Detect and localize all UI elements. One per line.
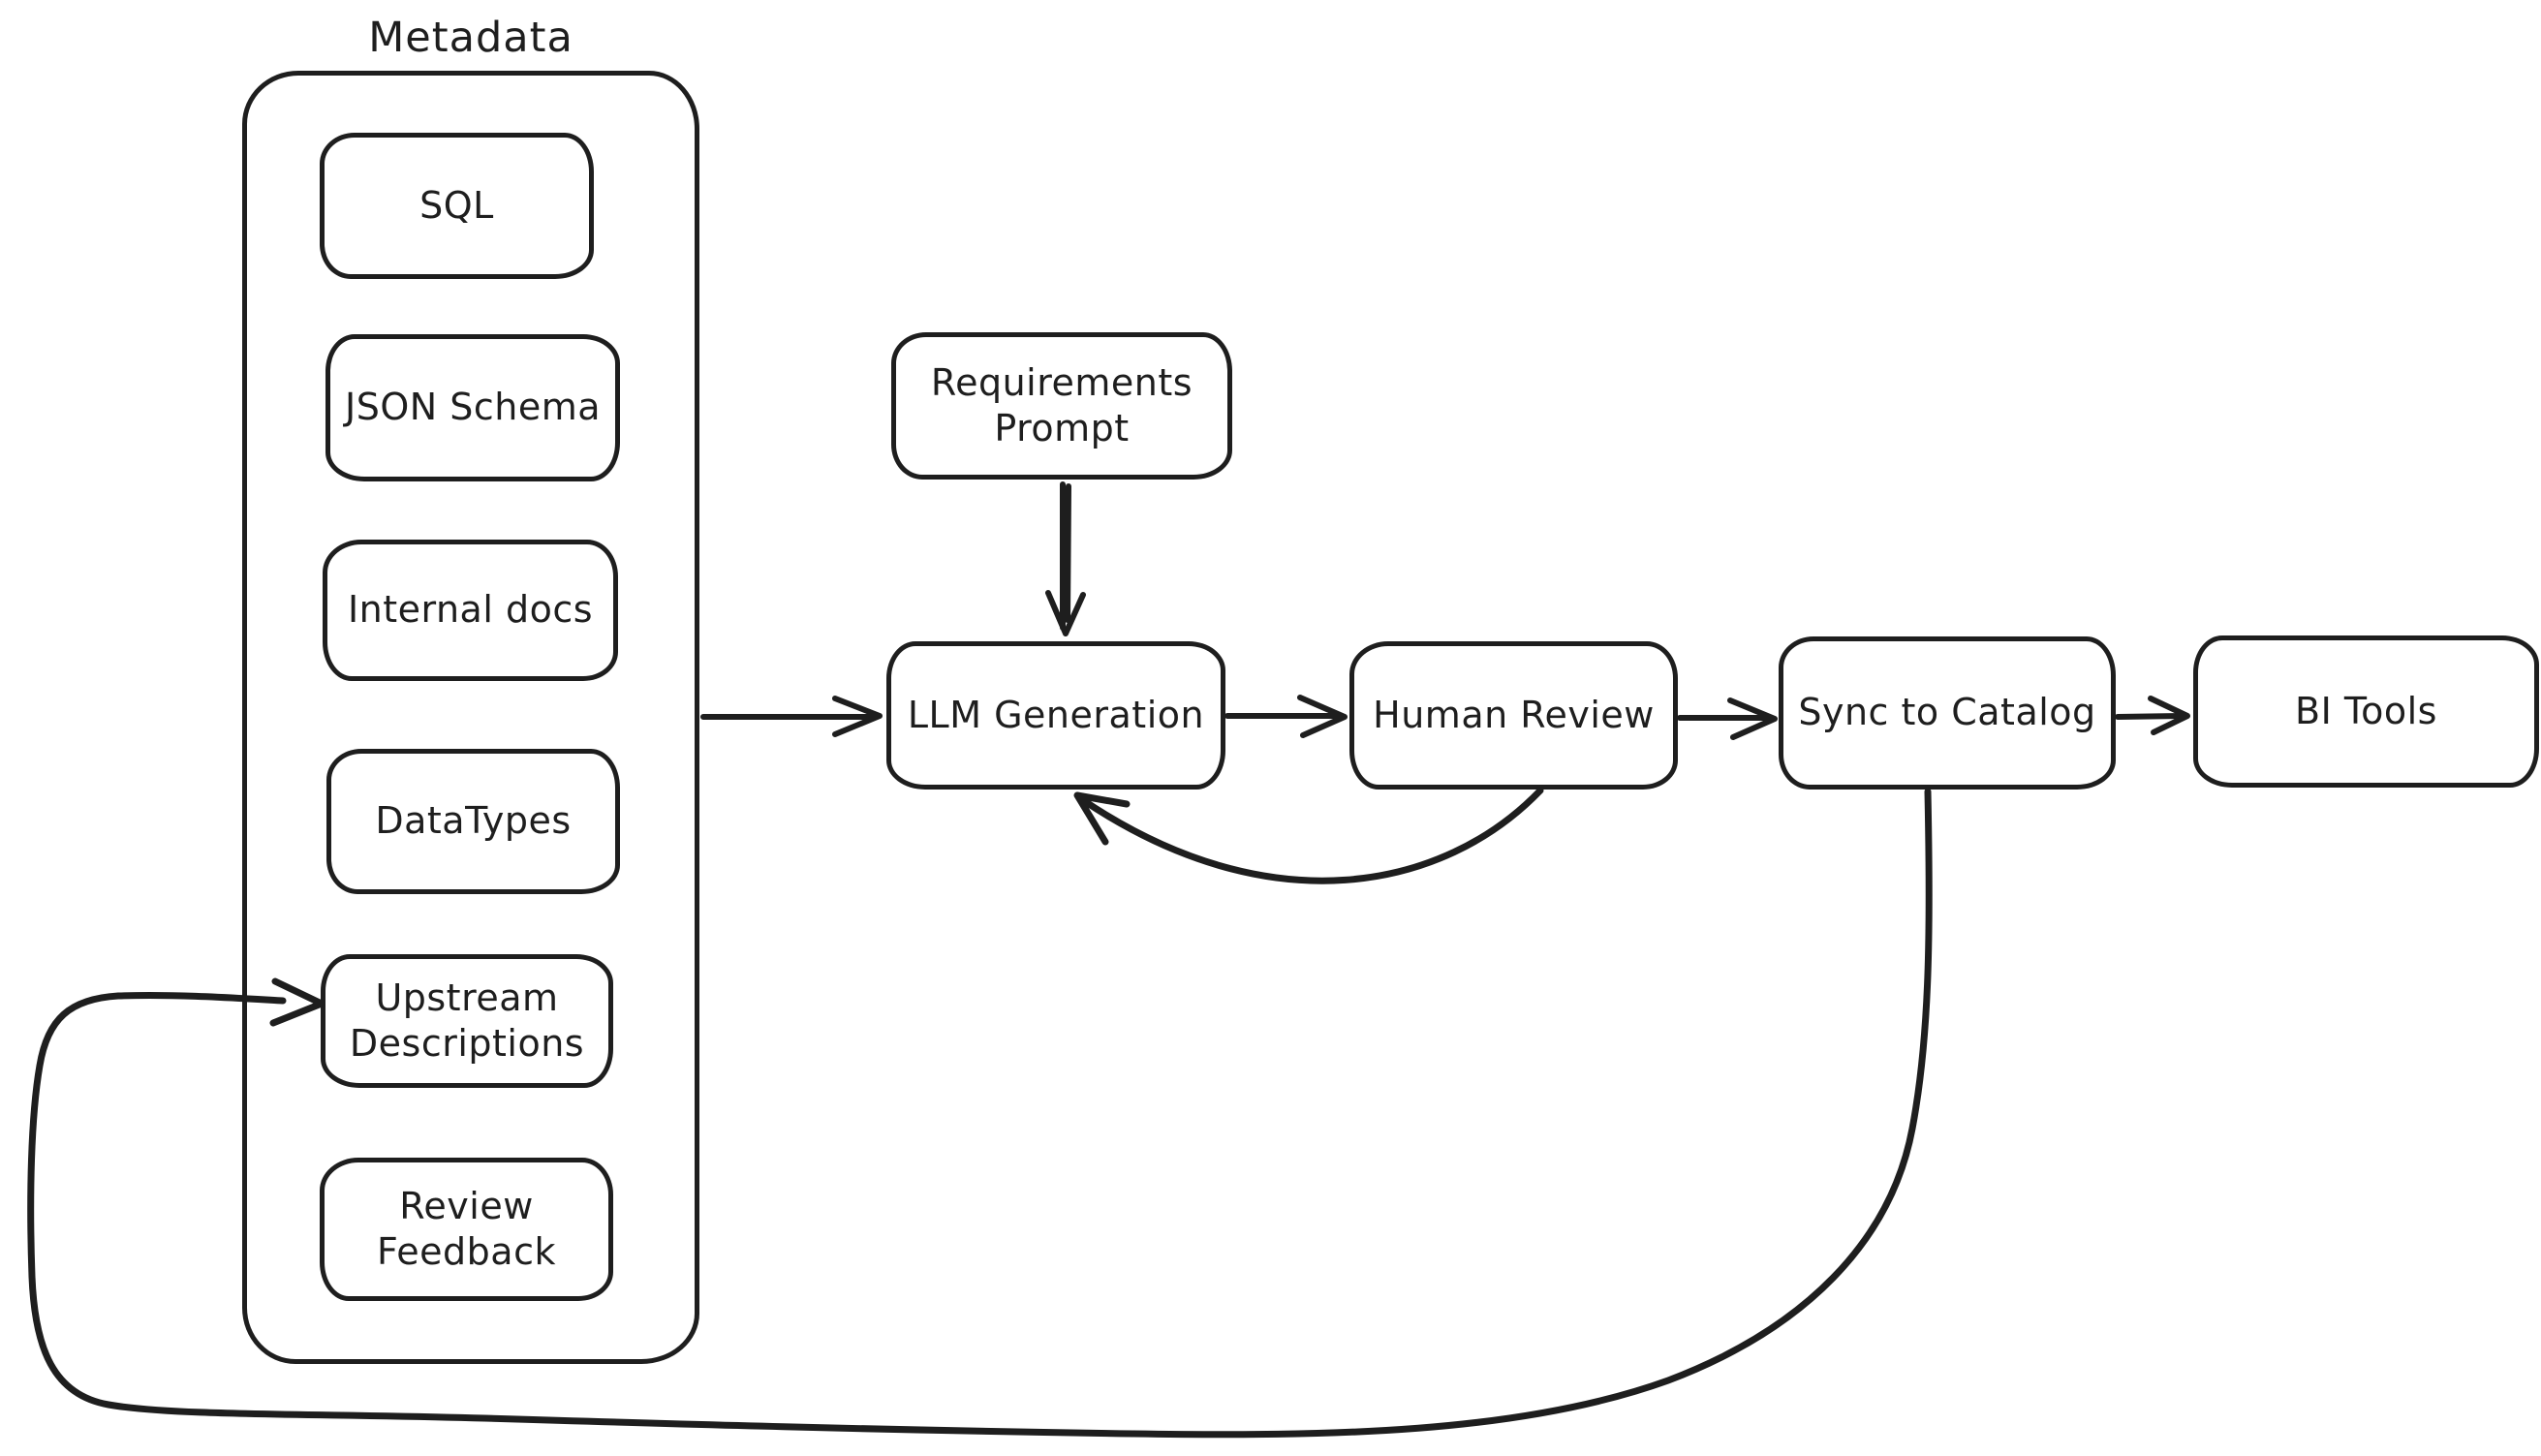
- edge-human-review-to-sync-to-catalog: [1677, 697, 1778, 740]
- node-upstream-descriptions-label: Upstream Descriptions: [349, 976, 585, 1066]
- node-requirements-prompt: Requirements Prompt: [891, 332, 1232, 480]
- node-sync-to-catalog-label: Sync to Catalog: [1798, 691, 2096, 734]
- metadata-group-title: Metadata: [368, 14, 573, 62]
- node-human-review: Human Review: [1349, 641, 1678, 790]
- edge-sync-to-catalog-to-bi-tools: [2115, 696, 2190, 735]
- node-review-feedback-label: Review Feedback: [377, 1184, 556, 1274]
- metadata-group-frame: [242, 71, 699, 1364]
- node-internal-docs: Internal docs: [323, 540, 618, 681]
- node-bi-tools: BI Tools: [2193, 635, 2539, 788]
- node-requirements-prompt-label: Requirements Prompt: [930, 360, 1193, 450]
- node-upstream-descriptions: Upstream Descriptions: [321, 954, 613, 1088]
- edge-metadata-to-llm-generation: [700, 696, 883, 737]
- node-json-schema-label: JSON Schema: [344, 386, 602, 429]
- edge-requirements-prompt-to-llm-generation: [1045, 481, 1086, 636]
- node-datatypes-label: DataTypes: [375, 799, 572, 843]
- node-json-schema: JSON Schema: [325, 334, 620, 481]
- node-internal-docs-label: Internal docs: [347, 588, 594, 632]
- node-llm-generation: LLM Generation: [886, 641, 1225, 790]
- node-llm-generation-label: LLM Generation: [907, 693, 1205, 736]
- edge-llm-generation-to-human-review: [1224, 695, 1348, 738]
- node-human-review-label: Human Review: [1373, 693, 1655, 736]
- node-sql-label: SQL: [419, 183, 494, 227]
- node-sql: SQL: [320, 133, 594, 279]
- edge-sync-to-catalog-loop-to-upstream-descriptions: [27, 788, 1933, 1439]
- node-review-feedback: Review Feedback: [320, 1158, 613, 1301]
- edge-human-review-feedback-to-llm-generation: [1073, 787, 1544, 884]
- node-datatypes: DataTypes: [326, 749, 620, 894]
- node-sync-to-catalog: Sync to Catalog: [1779, 636, 2116, 790]
- node-bi-tools-label: BI Tools: [2295, 689, 2437, 732]
